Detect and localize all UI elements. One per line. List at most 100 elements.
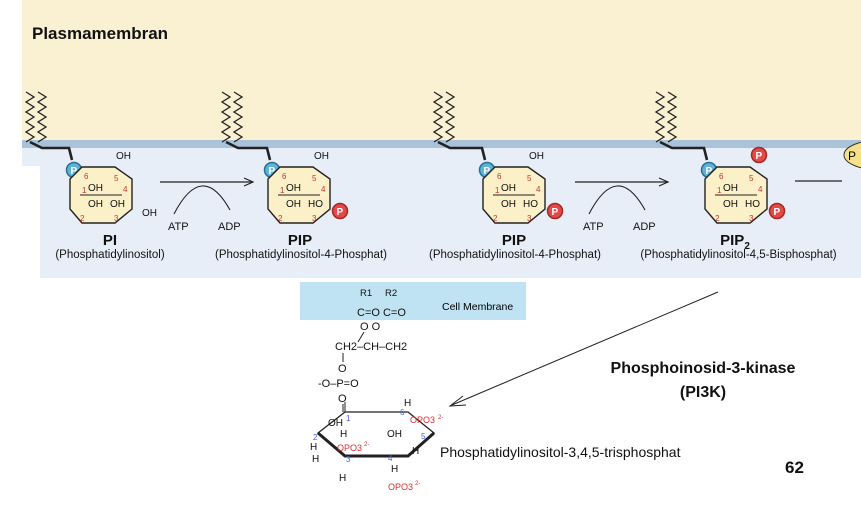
arrow-head	[658, 177, 670, 187]
fatty-chain-b	[232, 91, 244, 143]
phosphate-blue-circle-letter: P	[484, 166, 491, 177]
ring-number-2: 2	[493, 214, 498, 223]
molecule-2-short: PIP	[287, 232, 313, 249]
r2-label: R2	[385, 288, 397, 299]
phosphate-red-circle-letter: P	[337, 207, 344, 218]
ring-number-5: 5	[527, 174, 532, 183]
ring-number-4: 4	[321, 185, 326, 194]
atp-label: ATP	[168, 221, 189, 233]
hydroxyl-c2: OH	[501, 199, 516, 210]
hydroxyl-c3: HO	[745, 199, 760, 210]
atp-label: ATP	[583, 221, 604, 233]
linker-oxygen: O	[338, 363, 347, 375]
arrow-head	[243, 177, 255, 187]
molecule-4-subscript: 2	[744, 241, 750, 252]
ring-number-3: 3	[749, 214, 754, 223]
cofactor-arc	[588, 185, 646, 215]
ring-number-4: 4	[123, 185, 128, 194]
ring-number-6: 6	[497, 172, 502, 181]
fatty-chain-a	[220, 91, 232, 143]
bottom-h-c2: H	[310, 442, 317, 453]
ring-number-6: 6	[84, 172, 89, 181]
hydroxyl-c1: OH	[501, 183, 516, 194]
phosphate-red-circle	[546, 202, 564, 220]
hydroxyl-c1: OH	[286, 183, 301, 194]
phosphate-red-circle-letter: P	[552, 207, 559, 218]
hydroxyl-c2: OH	[286, 199, 301, 210]
cofactor-arc	[173, 185, 231, 215]
bond-o-ch2	[357, 331, 365, 343]
ring-number-1: 1	[495, 186, 500, 195]
ring-number-4: 4	[536, 185, 541, 194]
ring-number-6: 6	[719, 172, 724, 181]
reaction-arrow-1: ATP ADP	[160, 177, 255, 233]
ring-number-5: 5	[312, 174, 317, 183]
hydroxyl-c1: OH	[723, 183, 738, 194]
phosphate-oxygen: O	[338, 393, 347, 405]
partial-oval	[843, 141, 861, 169]
ester-groups: C=O C=O	[357, 307, 406, 319]
product-name: Phosphatidylinositol-3,4,5-trisphosphat	[440, 444, 681, 460]
ring-number-5: 5	[114, 174, 119, 183]
hydroxyl-c3: HO	[523, 199, 538, 210]
bottom-h-c2b: H	[312, 454, 319, 465]
phosphate-group: -O–P=O	[318, 378, 359, 390]
bottom-ring-number-4: 4	[388, 454, 393, 463]
hydroxyl-c2: OH	[723, 199, 738, 210]
bottom-oh-c6: OH	[387, 429, 402, 440]
adp-label: ADP	[633, 221, 656, 233]
phosphate-red-circle-letter: P	[774, 207, 781, 218]
hydroxyl-c1: OH	[88, 183, 103, 194]
bottom-ring-number-1: 1	[346, 414, 351, 423]
glycerol-chain: CH2–CH–CH2	[335, 341, 407, 353]
ring-number-2: 2	[715, 214, 720, 223]
membrane-title: Plasmamembran	[32, 24, 169, 43]
ring-number-3: 3	[114, 214, 119, 223]
pi3k-arrowhead	[448, 395, 467, 407]
ring-number-1: 1	[280, 186, 285, 195]
glycerol-backbone	[437, 140, 487, 161]
molecule-4-short: PIP2	[705, 232, 765, 252]
bottom-opo3-c4: OPO3	[388, 482, 413, 492]
phosphate-red-circle-top-letter: P	[756, 151, 763, 162]
ring-front-edge	[317, 431, 435, 458]
reaction-arrows: ATP ADP ATP ADP	[160, 177, 670, 233]
molecule-1-full: (Phosphatidylinositol)	[55, 249, 165, 261]
bottom-opo3-c6: OPO3	[410, 415, 435, 425]
hydroxyl-top: OH	[529, 151, 544, 162]
adp-label: ADP	[218, 221, 241, 233]
pi3k-arrow	[451, 291, 719, 406]
ester-oxygens: O O	[360, 321, 381, 333]
reaction-arrow-2: ATP ADP	[575, 177, 670, 233]
ring-number-5: 5	[749, 174, 754, 183]
hydroxyl-c4: OH	[142, 208, 157, 219]
cytosol-panel-tab	[22, 148, 40, 166]
molecule-1-short: PI	[102, 232, 118, 249]
fatty-chain-a	[24, 91, 36, 143]
ring-number-2: 2	[80, 214, 85, 223]
bottom-ring-number-5: 5	[421, 432, 426, 441]
fatty-chain-a	[654, 91, 666, 143]
enzyme-name: Phosphoinosid-3-kinase	[610, 360, 796, 377]
hydroxyl-top: OH	[314, 151, 329, 162]
r1-label: R1	[360, 288, 372, 299]
molecule-4-full: (Phosphatidylinositol-4,5-Bisphosphat)	[640, 249, 837, 261]
bottom-ring-number-6: 6	[400, 408, 405, 417]
ring-number-4: 4	[758, 185, 763, 194]
hydroxyl-c3: HO	[308, 199, 323, 210]
bottom-charge-c2: 2-	[364, 442, 369, 448]
fatty-chain-b	[36, 91, 48, 143]
bottom-ring-number-2: 2	[313, 433, 318, 442]
bottom-h-c1: H	[340, 429, 347, 440]
hydroxyl-c3: OH	[110, 199, 125, 210]
molecule-2-full: (Phosphatidylinositol-4-Phosphat)	[215, 249, 387, 261]
molecule-3-short: PIP	[501, 232, 527, 249]
molecule-4-short-text: PIP	[720, 232, 745, 249]
